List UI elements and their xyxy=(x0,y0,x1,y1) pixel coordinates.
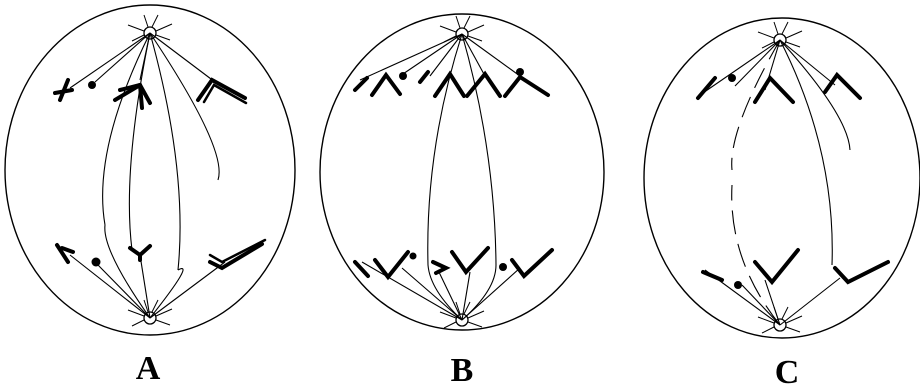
cell-c-chromosomes xyxy=(698,74,888,289)
panel-label-c: C xyxy=(775,356,800,390)
cell-c-bottom-centrosome xyxy=(758,307,802,333)
cell-a xyxy=(5,5,295,335)
cell-a-bottom-centrosome xyxy=(128,300,172,326)
cell-a-top-centrosome xyxy=(128,15,172,41)
cell-c-top-centrosome xyxy=(758,22,802,48)
panel-label-a: A xyxy=(136,352,161,386)
cell-b-chromosomes xyxy=(355,68,552,277)
cell-a-chromosomes xyxy=(55,80,265,268)
cell-c-membrane xyxy=(644,18,920,338)
cell-c xyxy=(644,18,920,338)
cell-b-top-centrosome xyxy=(440,16,484,42)
cell-b-membrane xyxy=(320,14,604,330)
panel-label-b: B xyxy=(451,354,474,388)
cell-a-spindle-fibers xyxy=(70,33,225,318)
cell-a-membrane xyxy=(5,5,295,335)
cell-b xyxy=(320,14,604,330)
